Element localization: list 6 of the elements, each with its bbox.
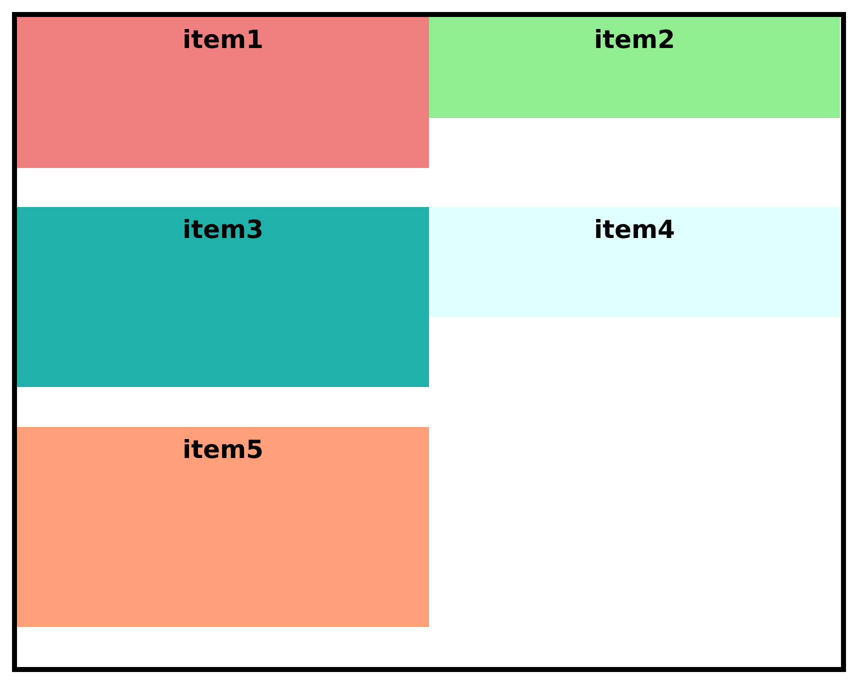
item-box: item5 xyxy=(17,426,429,627)
item-box: item4 xyxy=(429,207,840,317)
frame-box xyxy=(12,12,846,672)
item-box: item3 xyxy=(17,207,429,387)
item-box: item2 xyxy=(429,17,840,118)
item-box: item1 xyxy=(17,17,429,168)
